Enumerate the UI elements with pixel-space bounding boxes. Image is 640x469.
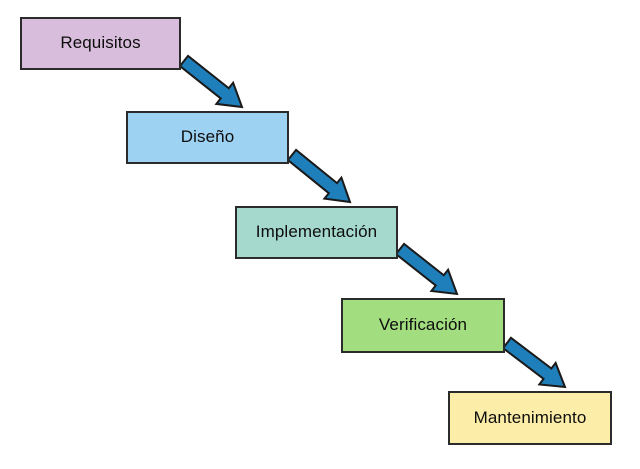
phase-box-requisitos[interactable]: Requisitos (20, 17, 181, 70)
arrow-requisitos-diseno-icon (178, 54, 244, 109)
arrow-implementacion-verificacion-icon (394, 242, 459, 296)
phase-box-implementacion[interactable]: Implementación (235, 206, 398, 259)
phase-label-implementacion: Implementación (255, 222, 378, 242)
phase-box-diseno[interactable]: Diseño (126, 111, 289, 164)
phase-label-requisitos: Requisitos (60, 33, 141, 53)
phase-label-mantenimiento: Mantenimiento (473, 407, 587, 427)
phase-label-diseno: Diseño (180, 127, 235, 147)
phase-box-verificacion[interactable]: Verificación (341, 298, 505, 353)
arrow-diseno-implementacion-icon (286, 148, 352, 204)
phase-box-mantenimiento[interactable]: Mantenimiento (448, 391, 612, 445)
phase-label-verificacion: Verificación (378, 315, 468, 335)
arrow-verificacion-mantenimiento-icon (501, 336, 567, 389)
